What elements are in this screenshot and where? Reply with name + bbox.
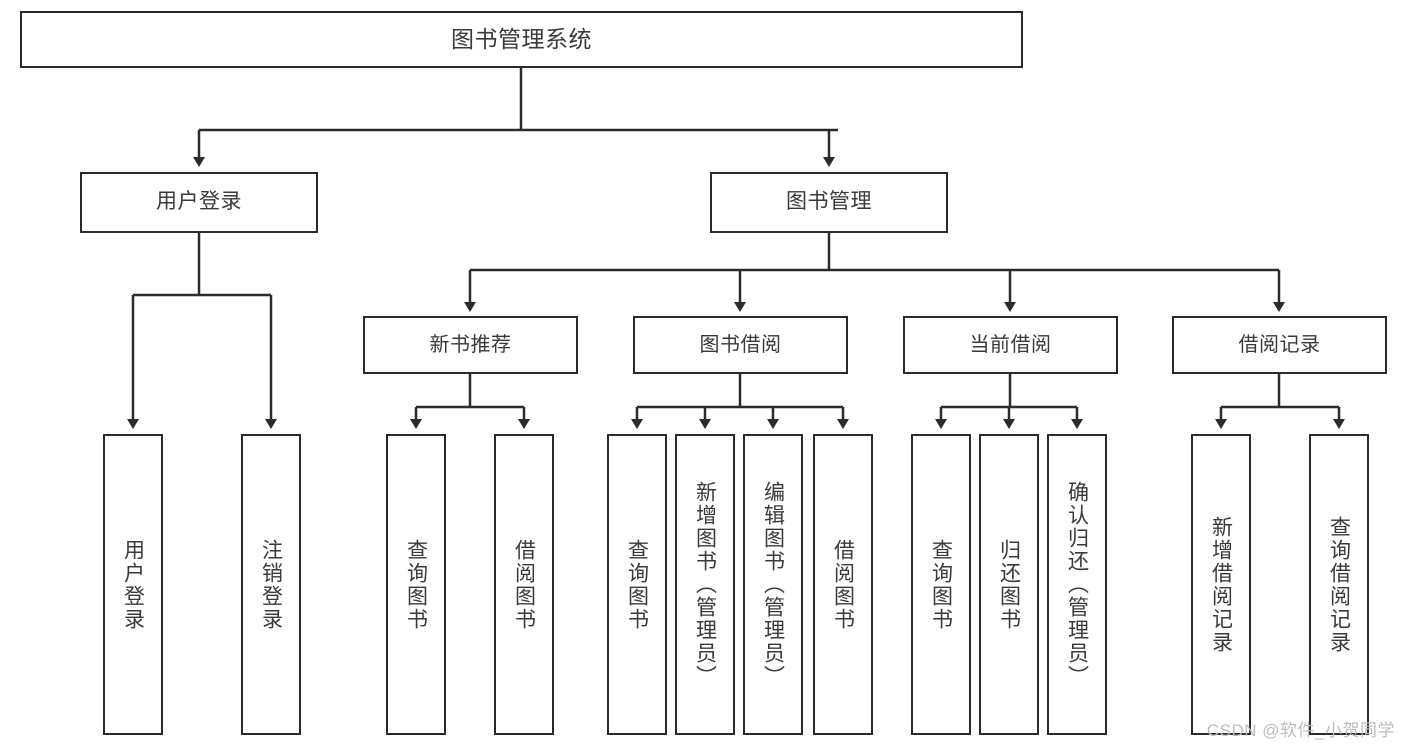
node-label: 借阅图书 — [831, 538, 855, 631]
node-leaf-add-borrow-record[interactable]: 新增借阅记录 — [1191, 434, 1251, 735]
node-leaf-borrow-book-recommend[interactable]: 借阅图书 — [494, 434, 554, 735]
node-label: 注销登录 — [259, 538, 283, 631]
node-leaf-query-book-current[interactable]: 查询图书 — [911, 434, 971, 735]
node-leaf-return-book[interactable]: 归还图书 — [979, 434, 1039, 735]
node-leaf-borrow-book[interactable]: 借阅图书 — [813, 434, 873, 735]
node-label: 借阅图书 — [512, 538, 536, 631]
node-user-login[interactable]: 用户登录 — [80, 172, 318, 233]
node-label: 图书管理系统 — [451, 26, 592, 53]
node-leaf-confirm-return-admin[interactable]: 确认归还（管理员） — [1047, 434, 1107, 735]
node-label: 查询图书 — [625, 538, 649, 631]
node-leaf-query-book-borrow[interactable]: 查询图书 — [607, 434, 667, 735]
node-label: 确认归还（管理员） — [1065, 481, 1089, 688]
node-label: 新书推荐 — [429, 333, 512, 356]
node-label: 归还图书 — [997, 538, 1021, 631]
node-current-borrow[interactable]: 当前借阅 — [903, 316, 1118, 374]
node-leaf-query-borrow-record[interactable]: 查询借阅记录 — [1309, 434, 1369, 735]
node-label: 用户登录 — [121, 538, 145, 631]
node-root-book-management-system[interactable]: 图书管理系统 — [20, 11, 1023, 68]
node-borrow-record[interactable]: 借阅记录 — [1172, 316, 1387, 374]
watermark-text: CSDN @软件_小贺同学 — [1206, 721, 1395, 740]
node-book-borrow[interactable]: 图书借阅 — [633, 316, 848, 374]
node-label: 当前借阅 — [969, 333, 1052, 356]
node-label: 新增图书（管理员） — [693, 481, 717, 688]
node-label: 借阅记录 — [1238, 333, 1321, 356]
node-leaf-edit-book-admin[interactable]: 编辑图书（管理员） — [743, 434, 803, 735]
node-label: 图书管理 — [786, 190, 872, 214]
node-new-book-recommend[interactable]: 新书推荐 — [363, 316, 578, 374]
node-label: 查询借阅记录 — [1327, 515, 1351, 654]
node-label: 图书借阅 — [699, 333, 782, 356]
node-leaf-logout[interactable]: 注销登录 — [241, 434, 301, 735]
node-leaf-query-book-recommend[interactable]: 查询图书 — [386, 434, 446, 735]
node-book-management[interactable]: 图书管理 — [710, 172, 948, 233]
node-label: 新增借阅记录 — [1209, 515, 1233, 654]
node-leaf-add-book-admin[interactable]: 新增图书（管理员） — [675, 434, 735, 735]
node-label: 查询图书 — [404, 538, 428, 631]
node-label: 编辑图书（管理员） — [761, 481, 785, 688]
node-leaf-user-login[interactable]: 用户登录 — [103, 434, 163, 735]
node-label: 用户登录 — [156, 190, 242, 214]
node-label: 查询图书 — [929, 538, 953, 631]
